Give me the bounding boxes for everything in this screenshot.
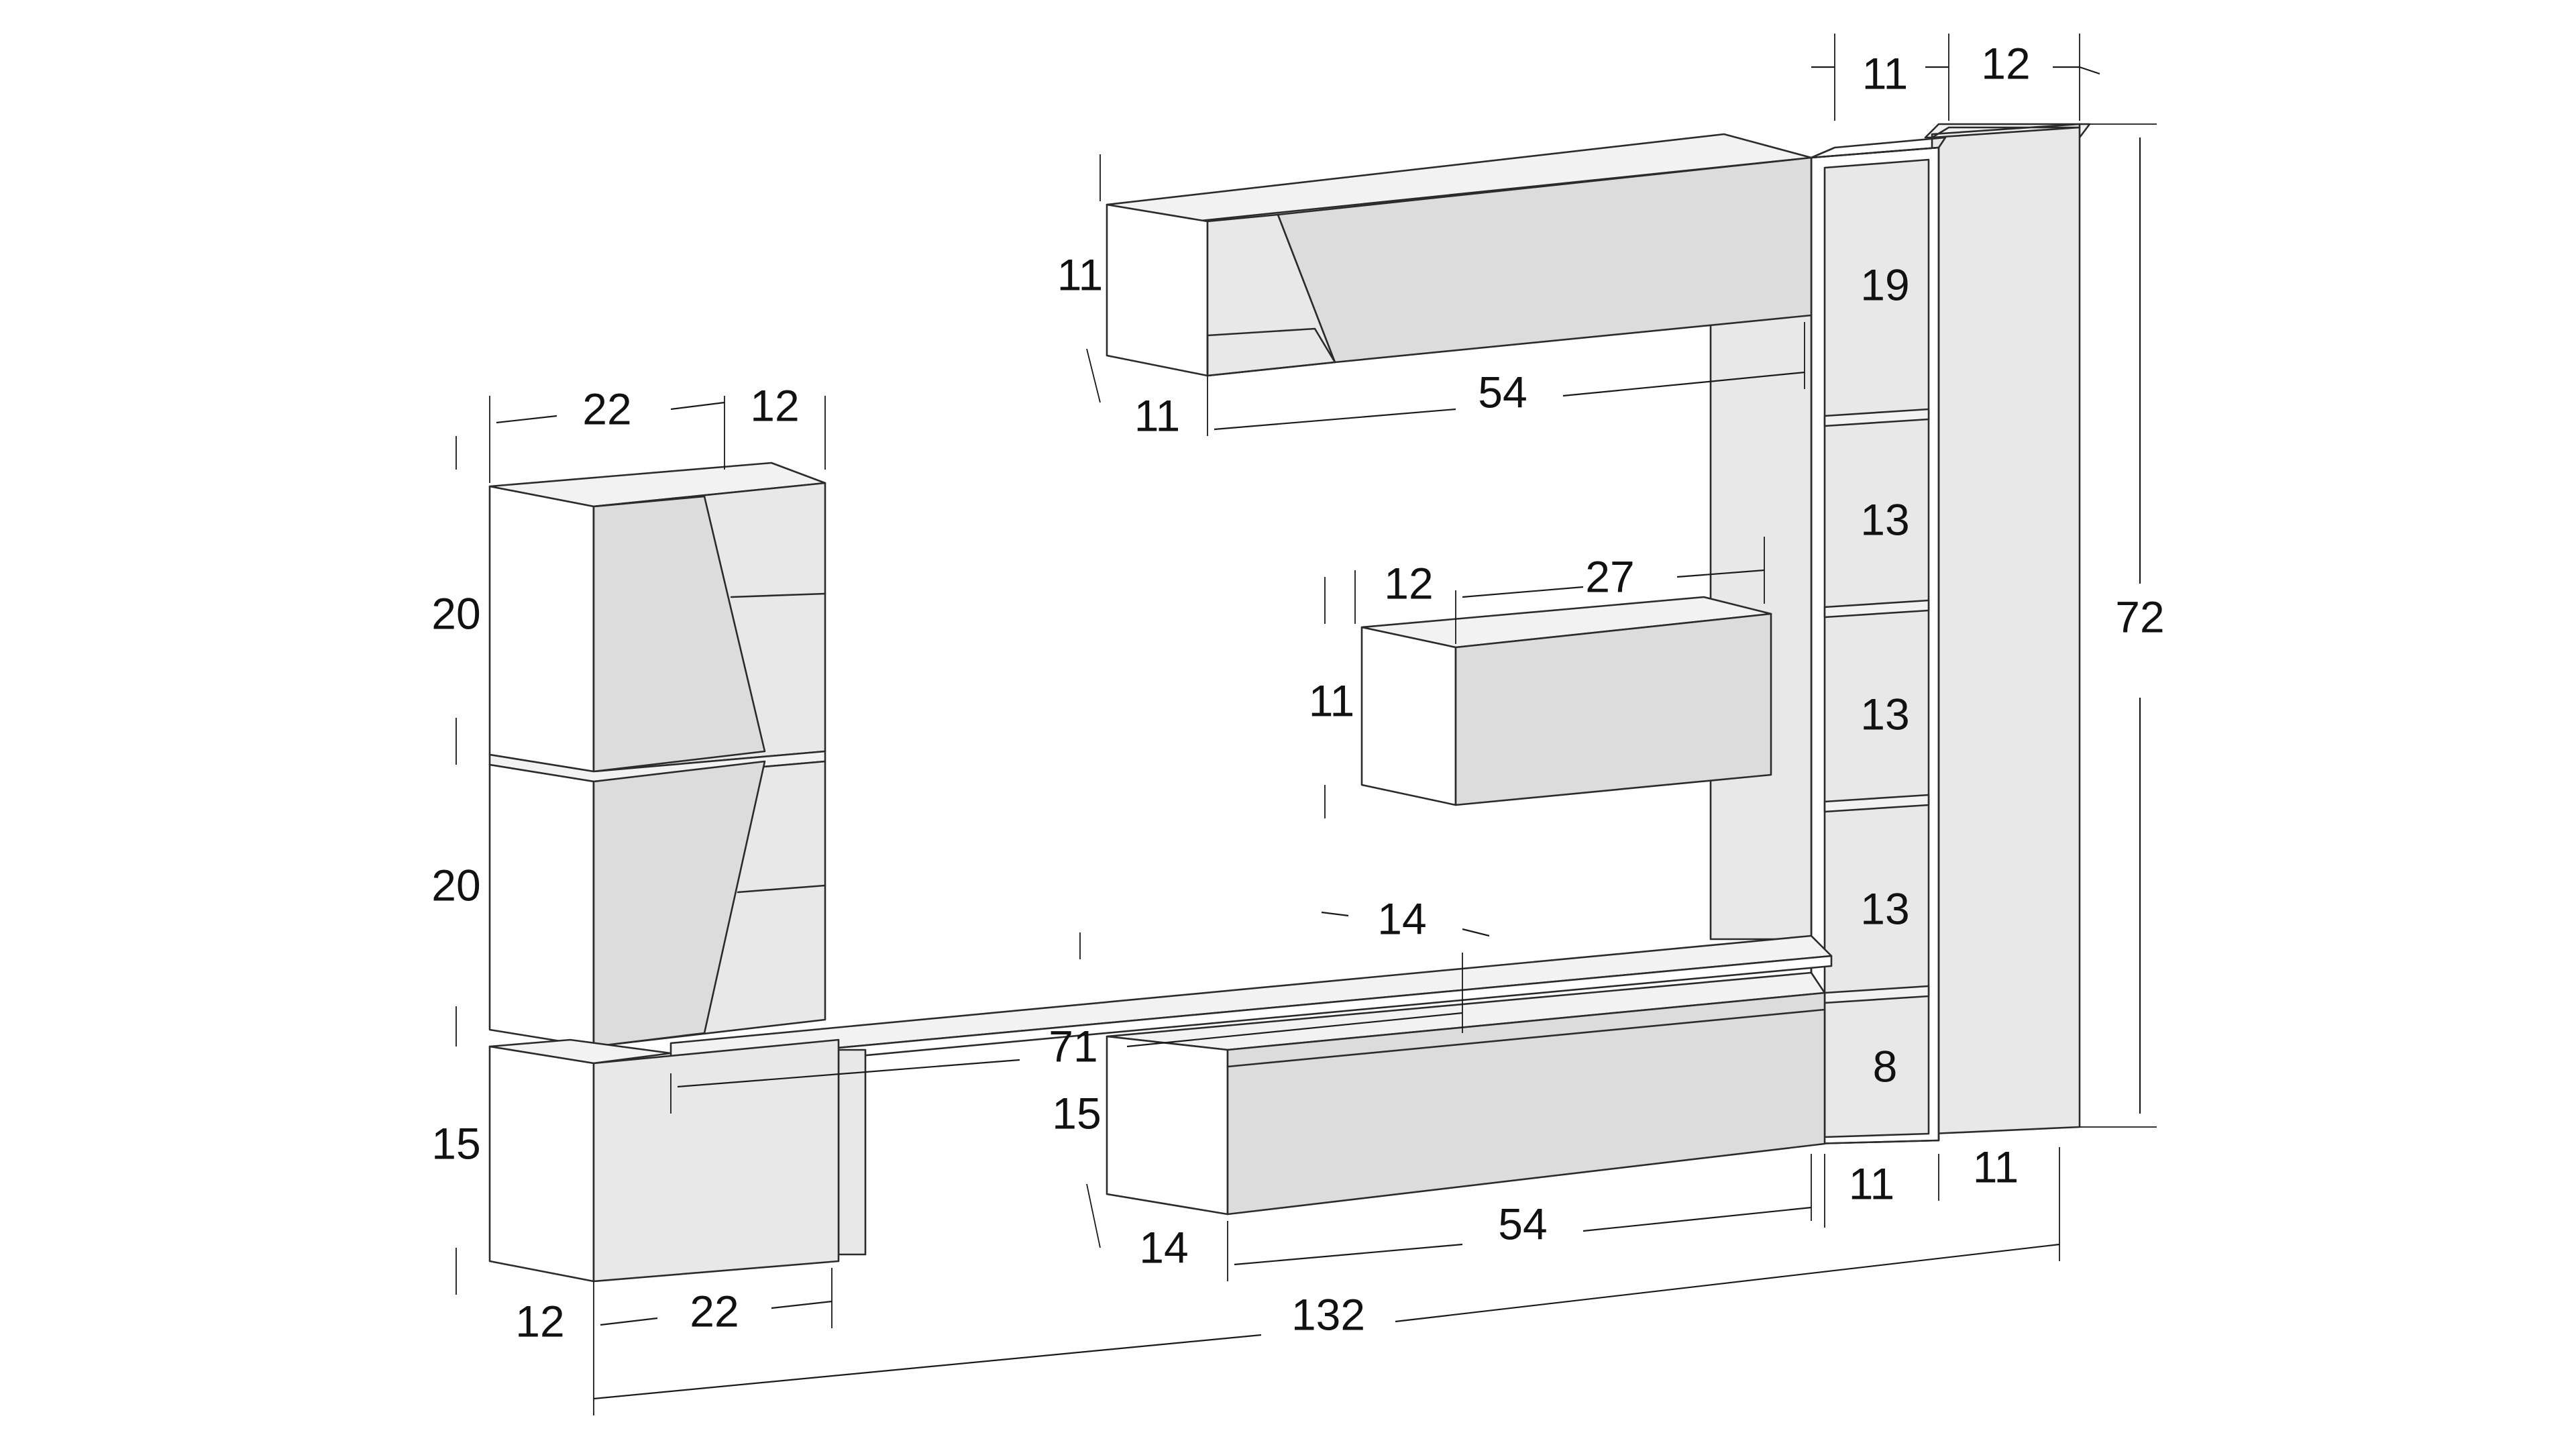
label-tall-width-a: 11 — [1862, 48, 1909, 98]
label-tv-cab-depth: 14 — [1139, 1222, 1188, 1272]
label-left-tower-h2: 20 — [431, 860, 480, 910]
label-overall-width: 132 — [1291, 1289, 1365, 1339]
left-base-cabinet — [488, 1038, 840, 1283]
label-bench-length: 71 — [1049, 1021, 1097, 1071]
label-tv-cab-height: 15 — [1052, 1088, 1101, 1138]
label-tv-cab-width: 54 — [1498, 1199, 1547, 1248]
label-left-tower-width: 22 — [582, 384, 631, 433]
dimension-labels: 11 12 72 19 13 13 13 8 11 11 11 11 54 12… — [431, 38, 2164, 1346]
label-bench-depth: 14 — [1377, 894, 1426, 943]
label-left-tower-depth: 12 — [750, 380, 799, 430]
label-height-total: 72 — [2115, 592, 2164, 641]
tall-column-unit — [1810, 123, 2091, 1145]
label-upper-cab-depth: 11 — [1134, 390, 1181, 440]
label-tall-width-b: 12 — [1981, 38, 2030, 88]
label-bottom-depth-b: 11 — [1973, 1142, 2019, 1191]
left-tower-unit — [488, 462, 826, 1048]
label-left-base-height: 15 — [431, 1118, 480, 1168]
label-shelf-top: 19 — [1860, 260, 1909, 309]
label-bottom-depth-a: 11 — [1849, 1159, 1895, 1208]
dimension-lines — [455, 34, 2157, 1415]
label-shelf-mid-3: 13 — [1860, 883, 1909, 933]
upper-wall-cabinet — [1106, 133, 1813, 377]
label-left-tower-h1: 20 — [431, 588, 480, 638]
label-shelf-mid-2: 13 — [1860, 689, 1909, 739]
label-left-base-depth: 12 — [515, 1296, 564, 1346]
label-shelf-mid-1: 13 — [1860, 494, 1909, 544]
bench-shelf — [669, 934, 1833, 1256]
label-left-base-width: 22 — [690, 1286, 739, 1336]
label-hang-cab-width: 27 — [1585, 551, 1634, 601]
label-hang-cab-height: 11 — [1309, 676, 1355, 725]
label-shelf-bottom: 8 — [1873, 1041, 1898, 1091]
label-upper-cab-width: 54 — [1478, 367, 1527, 417]
hanging-cabinet — [1360, 596, 1772, 806]
label-hang-cab-depth: 12 — [1384, 558, 1433, 608]
tv-base-cabinet — [1106, 971, 1826, 1216]
label-upper-cab-height: 11 — [1057, 250, 1104, 299]
